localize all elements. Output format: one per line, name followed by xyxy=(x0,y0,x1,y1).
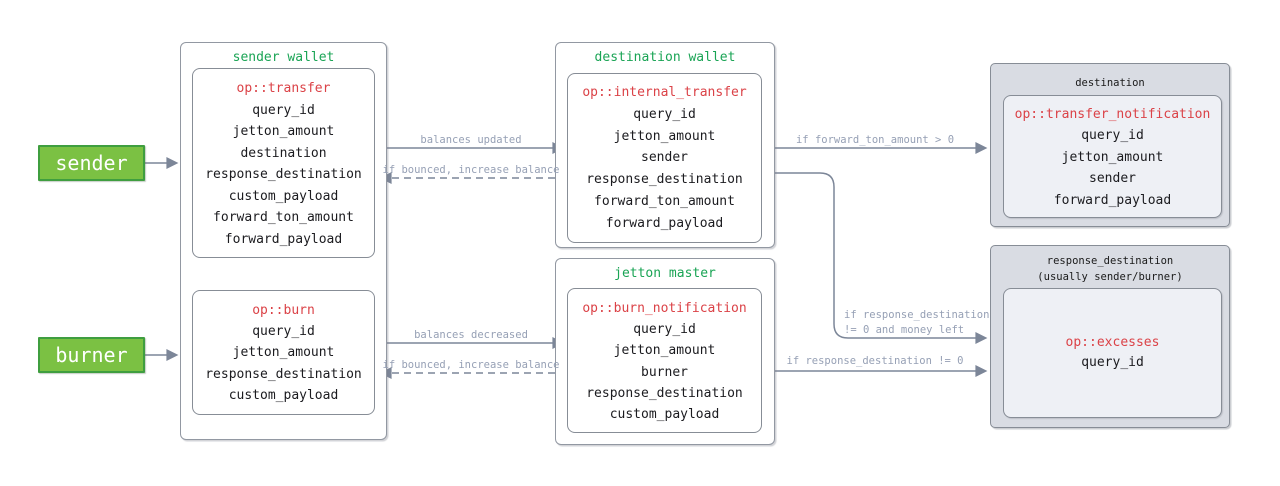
field: forward_ton_amount xyxy=(213,210,354,225)
field: forward_payload xyxy=(224,231,343,247)
field: query_id xyxy=(633,106,696,122)
edge-label-balances-decreased: balances decreased xyxy=(414,329,528,341)
field: query_id xyxy=(1081,355,1144,370)
actor-burner-label: burner xyxy=(55,343,128,367)
field: query_id xyxy=(252,324,315,340)
op-label: op::transfer_notification xyxy=(1014,107,1211,122)
message-box-transfer: op::transfer query_id jetton_amount dest… xyxy=(192,68,375,258)
message-box-burn: op::burn query_id jetton_amount response… xyxy=(192,290,375,415)
edge-label-balances-updated: balances updated xyxy=(420,134,522,146)
panel-response-destination-title: response_destination (usually sender/burn… xyxy=(991,246,1229,285)
message-box-transfer-notification: op::transfer_notification query_id jetto… xyxy=(1003,95,1222,218)
message-box-burn-notification: op::burn_notification query_id jetton_am… xyxy=(567,288,762,433)
field: query_id xyxy=(252,102,315,118)
field: jetton_amount xyxy=(232,345,335,361)
edge-label-bounced-top: if bounced, increase balance xyxy=(382,164,560,176)
actor-burner: burner xyxy=(38,337,145,373)
field: burner xyxy=(641,364,688,380)
op-label: op::transfer xyxy=(236,81,331,96)
field: response_destination xyxy=(205,366,362,382)
edge-label-money-left-line2: != 0 and money left xyxy=(844,324,965,336)
field: forward_ton_amount xyxy=(594,193,735,209)
field: jetton_amount xyxy=(232,124,335,139)
container-sender-wallet-title: sender wallet xyxy=(232,50,335,65)
field: custom_payload xyxy=(228,387,339,403)
op-label: op::internal_transfer xyxy=(582,85,747,100)
field: jetton_amount xyxy=(1061,149,1164,165)
actor-sender-label: sender xyxy=(55,151,128,175)
field: forward_payload xyxy=(605,215,724,231)
field: response_destination xyxy=(205,167,362,182)
field: custom_payload xyxy=(609,407,720,423)
op-label: op::burn_notification xyxy=(582,301,747,316)
panel-response-destination-title-line2: (usually sender/burner) xyxy=(1037,270,1183,283)
message-box-excesses: op::excesses query_id xyxy=(1003,288,1222,418)
field: sender xyxy=(641,150,688,166)
field: response_destination xyxy=(586,385,743,401)
edge-label-money-left: if response_destination != 0 and money le… xyxy=(844,308,989,338)
field: forward_payload xyxy=(1053,192,1172,208)
container-jetton-master-title: jetton master xyxy=(614,266,716,281)
field: destination xyxy=(240,145,327,161)
panel-destination-title: destination xyxy=(1075,77,1145,89)
container-destination-wallet-title: destination wallet xyxy=(594,50,736,65)
panel-response-destination-title-line1: response_destination xyxy=(1046,255,1174,267)
edge-money-left xyxy=(762,172,988,344)
edge-label-money-left-line1: if response_destination xyxy=(844,309,990,321)
field: custom_payload xyxy=(228,188,339,204)
field: query_id xyxy=(633,322,696,338)
field: jetton_amount xyxy=(613,343,716,359)
field: query_id xyxy=(1081,128,1144,144)
message-box-internal-transfer: op::internal_transfer query_id jetton_am… xyxy=(567,73,762,243)
edge-label-bounced-bottom: if bounced, increase balance xyxy=(382,359,560,371)
actor-sender: sender xyxy=(38,145,145,181)
field: response_destination xyxy=(586,172,743,188)
edge-label-forward-ton: if forward_ton_amount > 0 xyxy=(795,134,955,146)
edge-label-response-not-zero: if response_destination != 0 xyxy=(786,355,964,367)
op-label: op::burn xyxy=(252,303,315,318)
field: jetton_amount xyxy=(613,128,716,144)
op-label: op::excesses xyxy=(1065,335,1160,350)
field: sender xyxy=(1089,171,1136,187)
